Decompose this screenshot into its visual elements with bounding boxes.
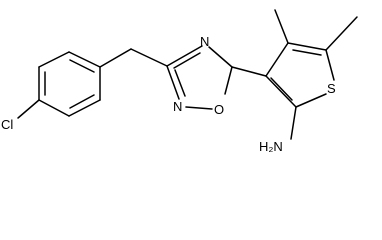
atom-label-s: S [327, 81, 336, 96]
bond-ring-ch2 [99, 48, 132, 68]
bond-c4-methyl [274, 9, 289, 44]
thiophene-ring [265, 42, 335, 108]
bond-o1-n2 [185, 106, 213, 110]
bond-c-cl [17, 99, 40, 119]
atom-label-nh2: H₂N [259, 139, 283, 154]
oxadiazole-ring [166, 45, 233, 110]
bond-n2-c3-double [174, 69, 186, 97]
bond-ring-c1-c2 [68, 51, 101, 68]
bond-c2-c3 [265, 75, 297, 108]
bond-ring-inner-2 [69, 94, 95, 109]
bond-c4-c5-double [292, 49, 322, 56]
bond-ch2-oxadiazole [130, 48, 168, 67]
bond-c3-c4 [265, 42, 289, 77]
bond-c2-c3-double [270, 77, 293, 101]
bond-ring-c6-c1 [38, 51, 70, 68]
atom-label-o: O [214, 102, 224, 117]
bond-c3-n4 [166, 45, 203, 67]
bond-c3-n4-double [173, 52, 201, 69]
atom-label-n-left: N [173, 99, 182, 114]
bond-n4-c5 [208, 46, 233, 68]
bond-c5-s [325, 49, 335, 81]
bond-oxadiazole-thiophene [231, 66, 267, 77]
chlorophenyl-ring [38, 51, 101, 117]
bond-ring-inner-1 [69, 59, 95, 73]
bond-n2-c3 [166, 65, 180, 100]
bond-c4-c5 [287, 42, 327, 51]
bond-c2-nh2 [290, 106, 297, 140]
bond-c5-methyl [325, 16, 358, 51]
bond-ring-c4-c5 [38, 99, 70, 117]
atom-label-n-top: N [200, 34, 209, 49]
bond-s-c2 [295, 93, 327, 108]
bond-ring-c3-c4 [68, 99, 101, 117]
atom-label-cl: Cl [1, 117, 13, 132]
molecule-structure-diagram: Cl N O N S H₂N [1, 9, 358, 154]
bond-c5-o1 [224, 66, 233, 95]
